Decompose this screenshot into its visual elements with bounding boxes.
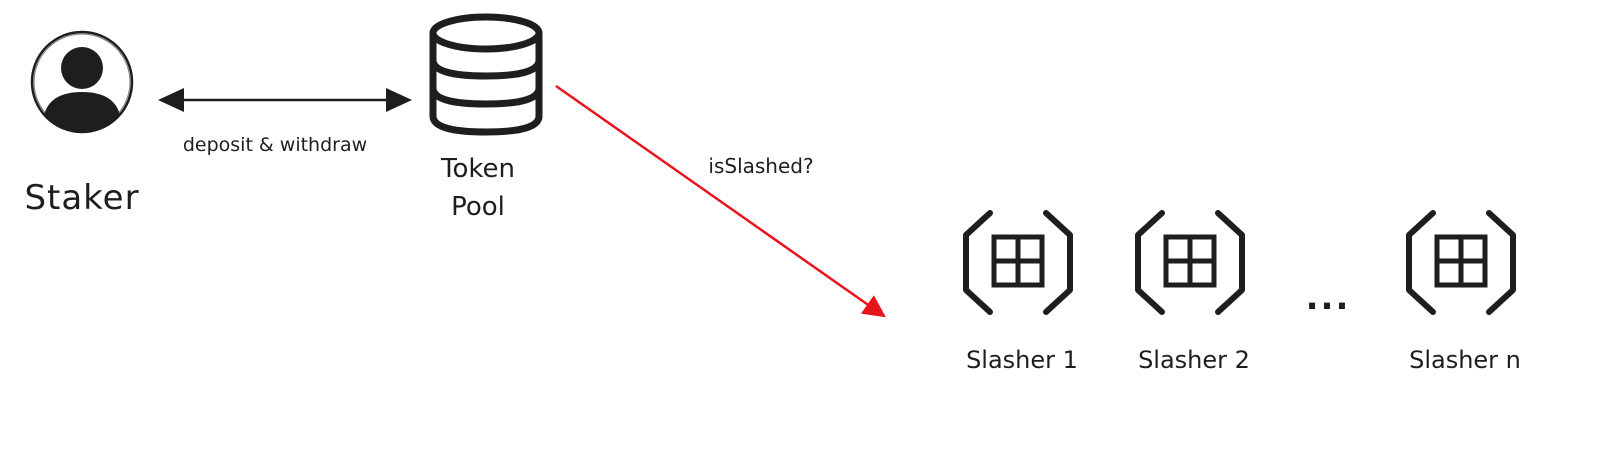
bracket-right: [1486, 210, 1516, 315]
bracket-left: [1406, 210, 1436, 315]
deposit-withdraw-label: deposit & withdraw: [182, 134, 368, 156]
slasher-2-label: Slasher 2: [1138, 346, 1250, 374]
token-pool-label: Token Pool: [418, 150, 538, 226]
slasher-1-label: Slasher 1: [966, 346, 1078, 374]
contract-module-icon: [963, 210, 1073, 315]
isslashed-label: isSlashed?: [708, 154, 814, 178]
token-pool-label-line2: Pool: [451, 192, 505, 222]
isslashed-arrow: [555, 84, 886, 318]
user-icon: [30, 30, 134, 134]
staker-label: Staker: [24, 178, 140, 218]
contract-module-icon: [1135, 210, 1245, 315]
bracket-left: [963, 210, 993, 315]
bracket-right: [1043, 210, 1073, 315]
database-icon: [429, 13, 543, 136]
bracket-left: [1135, 210, 1165, 315]
contract-module-icon: [1406, 210, 1516, 315]
slasher-n-label: Slasher n: [1409, 346, 1521, 374]
token-pool-label-line1: Token: [441, 154, 515, 184]
deposit-withdraw-arrow: [158, 88, 412, 112]
bracket-right: [1215, 210, 1245, 315]
slashers-ellipsis: ...: [1305, 278, 1351, 318]
